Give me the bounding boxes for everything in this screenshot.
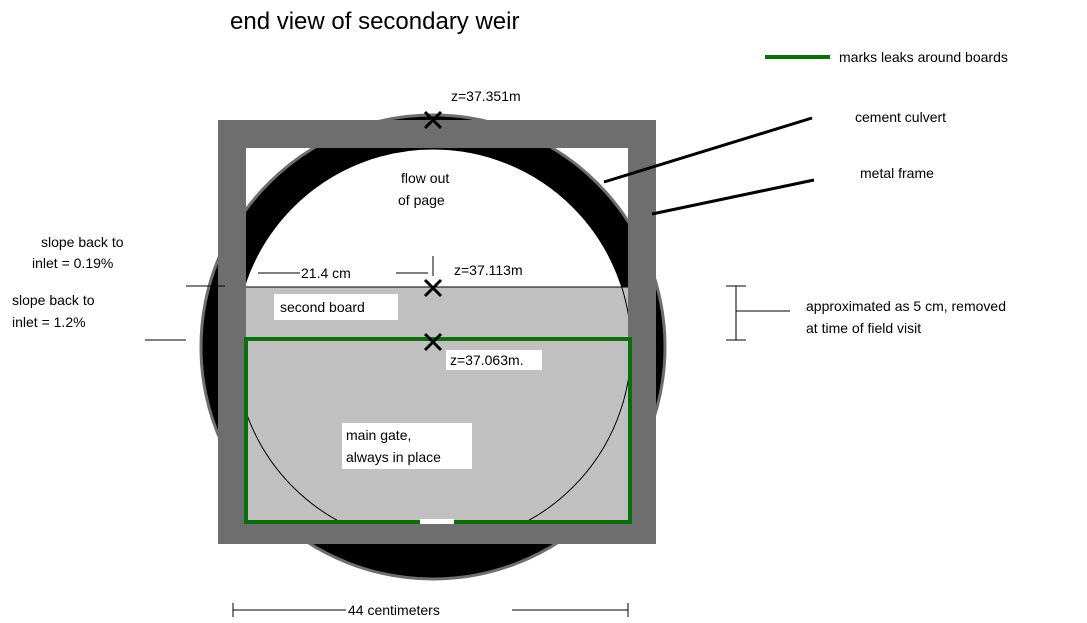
frame-pointer bbox=[651, 178, 815, 216]
cement-culvert-label: cement culvert bbox=[855, 109, 946, 125]
slope2-line1: slope back to bbox=[12, 292, 95, 308]
main-gate-label-line1: main gate, bbox=[346, 427, 411, 443]
main-gate-label-line2: always in place bbox=[346, 449, 441, 465]
metal-frame-label: metal frame bbox=[860, 165, 934, 181]
bottom-dimension-label: 44 centimeters bbox=[348, 602, 440, 618]
survey-point-low bbox=[423, 332, 443, 352]
z-top-label: z=37.351m bbox=[451, 88, 521, 104]
z-low-label: z=37.063m. bbox=[450, 352, 524, 368]
diagram-title: end view of secondary weir bbox=[230, 8, 519, 35]
survey-point-mid bbox=[423, 278, 443, 298]
legend-label: marks leaks around boards bbox=[839, 49, 1008, 65]
width-dimension-label: 21.4 cm bbox=[301, 265, 351, 281]
flow-label-line2: of page bbox=[398, 192, 445, 208]
culvert-pointer bbox=[603, 116, 813, 184]
approx-label-line1: approximated as 5 cm, removed bbox=[806, 298, 1006, 314]
survey-point-top bbox=[423, 110, 443, 130]
slope2-line2: inlet = 1.2% bbox=[12, 314, 86, 330]
slope1-line1: slope back to bbox=[41, 234, 124, 250]
slope1-line2: inlet = 0.19% bbox=[32, 255, 113, 271]
approx-label-line2: at time of field visit bbox=[806, 320, 921, 336]
z-mid-label: z=37.113m bbox=[454, 262, 523, 278]
culvert-rim bbox=[199, 113, 667, 581]
flow-label-line1: flow out bbox=[401, 170, 449, 186]
second-board-label: second board bbox=[280, 299, 365, 315]
